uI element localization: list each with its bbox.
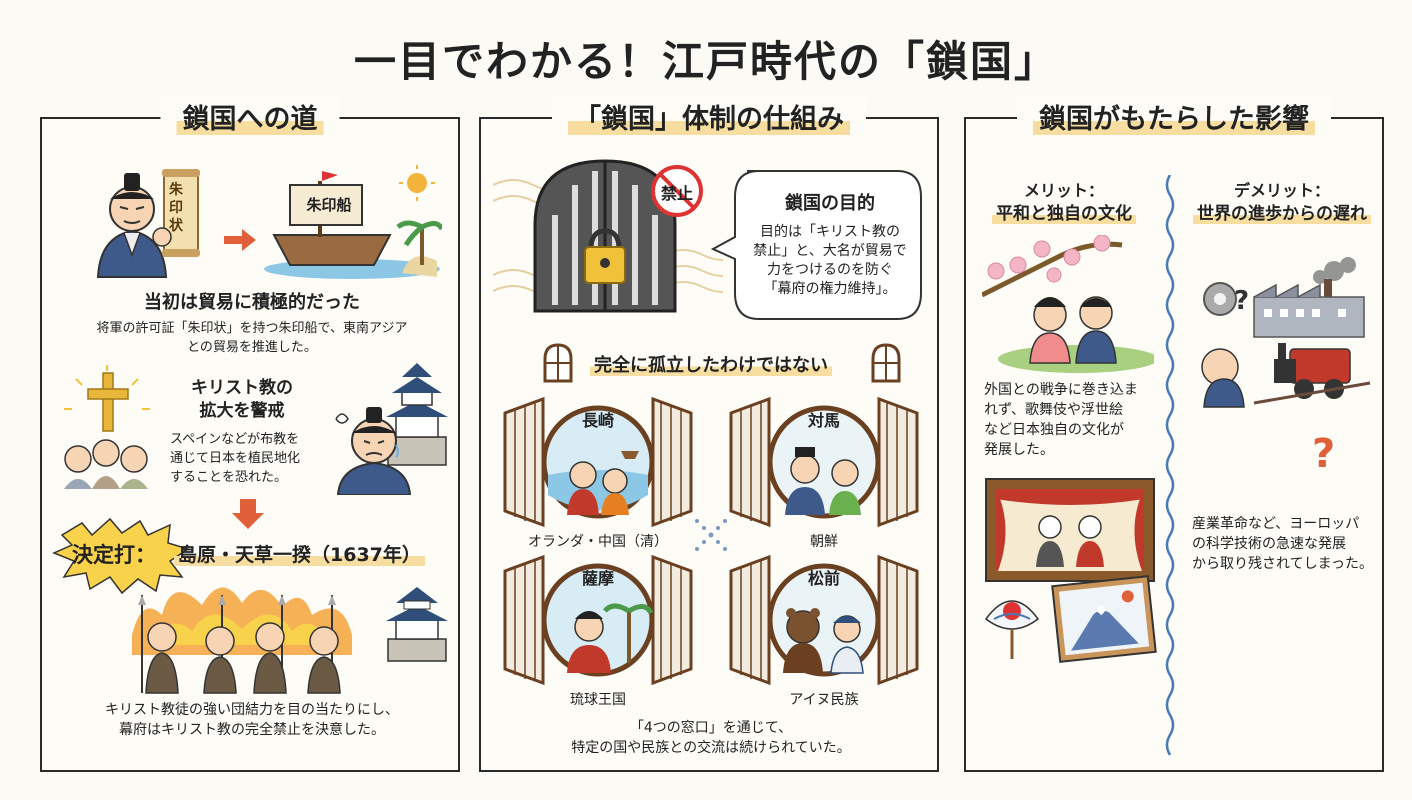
window-partner-label: アイヌ民族 <box>789 692 859 708</box>
window-tsushima: 対馬 <box>729 395 919 529</box>
ship-sail-label: 朱印船 <box>306 196 352 214</box>
panel-heading: 「鎖国」体制の仕組み <box>552 97 866 136</box>
wavy-divider <box>1165 175 1175 756</box>
kabuki-stage-illustration <box>985 478 1155 582</box>
panel-sakoku-system: 「鎖国」体制の仕組み 禁止 鎖国の目的 目的は「キリスト教の 禁止」と、大名が貿… <box>479 97 941 772</box>
decisive-event: 島原・天草一揆（1637年） <box>174 540 425 567</box>
window-place-label: 松前 <box>807 569 840 588</box>
ban-sign-text: 禁止 <box>660 184 693 203</box>
demerit-title-1: デメリット： <box>1233 181 1330 200</box>
panel-sakoku-effects: 鎖国がもたらした影響 メリット： 平和と独自の文化 外国との戦争に巻き込ま れず… <box>964 97 1386 772</box>
not-isolated-title: 完全に孤立したわけではない <box>481 351 941 377</box>
scroll-label: 朱印状 <box>169 182 183 234</box>
window-partner-label: 朝鮮 <box>810 534 838 550</box>
small-window-icon-left <box>543 343 573 383</box>
footer-text-2: 特定の国や民族との交流は続けられていた。 <box>571 740 851 756</box>
purpose-body-2: 禁止」と、大名が貿易で <box>753 243 907 259</box>
couple-sakura-illustration <box>982 235 1154 373</box>
locked-gate-illustration <box>493 159 723 313</box>
purpose-body-3: 力をつけるのを防ぐ <box>767 262 893 278</box>
merit-body-3: など日本独自の文化が <box>984 422 1124 438</box>
demerit-body-3: から取り残されてしまった。 <box>1192 556 1374 572</box>
cross-icon <box>64 365 150 489</box>
demerit-title-2: 世界の進歩からの遅れ <box>1178 199 1386 224</box>
ukiyoe-print-illustration <box>1051 575 1157 663</box>
purpose-body-4: 「幕府の権力維持」。 <box>763 281 897 297</box>
page-title: 一目でわかる！江戸時代の「鎖国」 <box>353 37 1058 86</box>
section-body-christianity-1: スペインなどが布教を <box>170 432 300 447</box>
purpose-body-1: 目的は「キリスト教の <box>760 224 900 240</box>
purpose-title: 鎖国の目的 <box>785 193 875 214</box>
panel-road-to-sakoku: 鎖国への道 朱印状 朱印船 当初は貿易に積極的だった 将軍の許可証「朱印状」を持… <box>40 97 460 772</box>
merit-body-4: 発展した。 <box>984 442 1054 458</box>
small-window-icon-right <box>871 343 901 383</box>
window-place-label: 長崎 <box>581 411 614 430</box>
window-frame-icon <box>503 554 693 686</box>
merit-title-1: メリット： <box>1023 181 1104 200</box>
window-place-label: 薩摩 <box>581 569 614 588</box>
footer-text-1: 「4つの窓口」を通じて、 <box>629 720 793 736</box>
window-place-label: 対馬 <box>807 411 840 430</box>
window-partner-label: オランダ・中国（清） <box>528 534 668 550</box>
rebellion-illustration <box>132 587 352 694</box>
merit-body-2: れず、歌舞伎や浮世絵 <box>984 402 1124 418</box>
big-question-mark: ? <box>1312 431 1336 477</box>
castle-icon-2 <box>386 587 448 662</box>
section-title-trade: 当初は貿易に積極的だった <box>144 292 360 313</box>
section-title-christianity-2: 拡大を警戒 <box>199 401 285 421</box>
demerit-body-2: の科学技術の急速な発展 <box>1192 536 1346 552</box>
panel-heading: 鎖国への道 <box>160 97 340 136</box>
shogun-illustration <box>96 169 200 278</box>
section-body-decision-2: 幕府はキリスト教の完全禁止を決意した。 <box>119 722 385 738</box>
arrow-right-icon <box>224 229 256 251</box>
window-frame-icon <box>729 554 919 686</box>
prohibited-sign-icon <box>651 165 703 217</box>
purpose-speech-bubble <box>710 170 922 320</box>
section-title-christianity-1: キリスト教の <box>191 378 293 398</box>
section-body-christianity-3: することを恐れた。 <box>170 470 288 485</box>
connector-dots <box>695 519 727 551</box>
arrow-down-icon <box>232 499 264 529</box>
merit-title-2: 平和と独自の文化 <box>966 199 1162 224</box>
demerit-body-1: 産業革命など、ヨーロッパ <box>1192 516 1360 532</box>
window-frame-icon <box>729 396 919 528</box>
section-body-christianity-2: 通じて日本を植民地化 <box>170 451 301 466</box>
starburst-badge <box>52 517 190 595</box>
section-body-decision-1: キリスト教徒の強い団結力を目の当たりにし、 <box>105 702 399 718</box>
window-partner-label: 琉球王国 <box>570 692 626 708</box>
worried-shogun-illustration <box>335 407 412 495</box>
fan-icon <box>984 600 1040 659</box>
question-mark-icon: ? <box>1234 286 1249 316</box>
decisive-label: 決定打： <box>72 543 156 567</box>
window-frame-icon <box>503 396 693 528</box>
window-satsuma: 薩摩 <box>503 553 693 687</box>
panel-heading: 鎖国がもたらした影響 <box>1017 97 1331 136</box>
section-body-trade-2: との貿易を推進した。 <box>187 340 317 355</box>
ship-illustration <box>264 165 442 279</box>
merit-body-1: 外国との戦争に巻き込ま <box>984 382 1138 398</box>
window-matsumae: 松前 <box>729 553 919 687</box>
factory-train-illustration: ? <box>1201 257 1371 408</box>
section-body-trade-1: 将軍の許可証「朱印状」を持つ朱印船で、東南アジア <box>96 321 408 336</box>
window-nagasaki: 長崎 <box>503 395 693 529</box>
